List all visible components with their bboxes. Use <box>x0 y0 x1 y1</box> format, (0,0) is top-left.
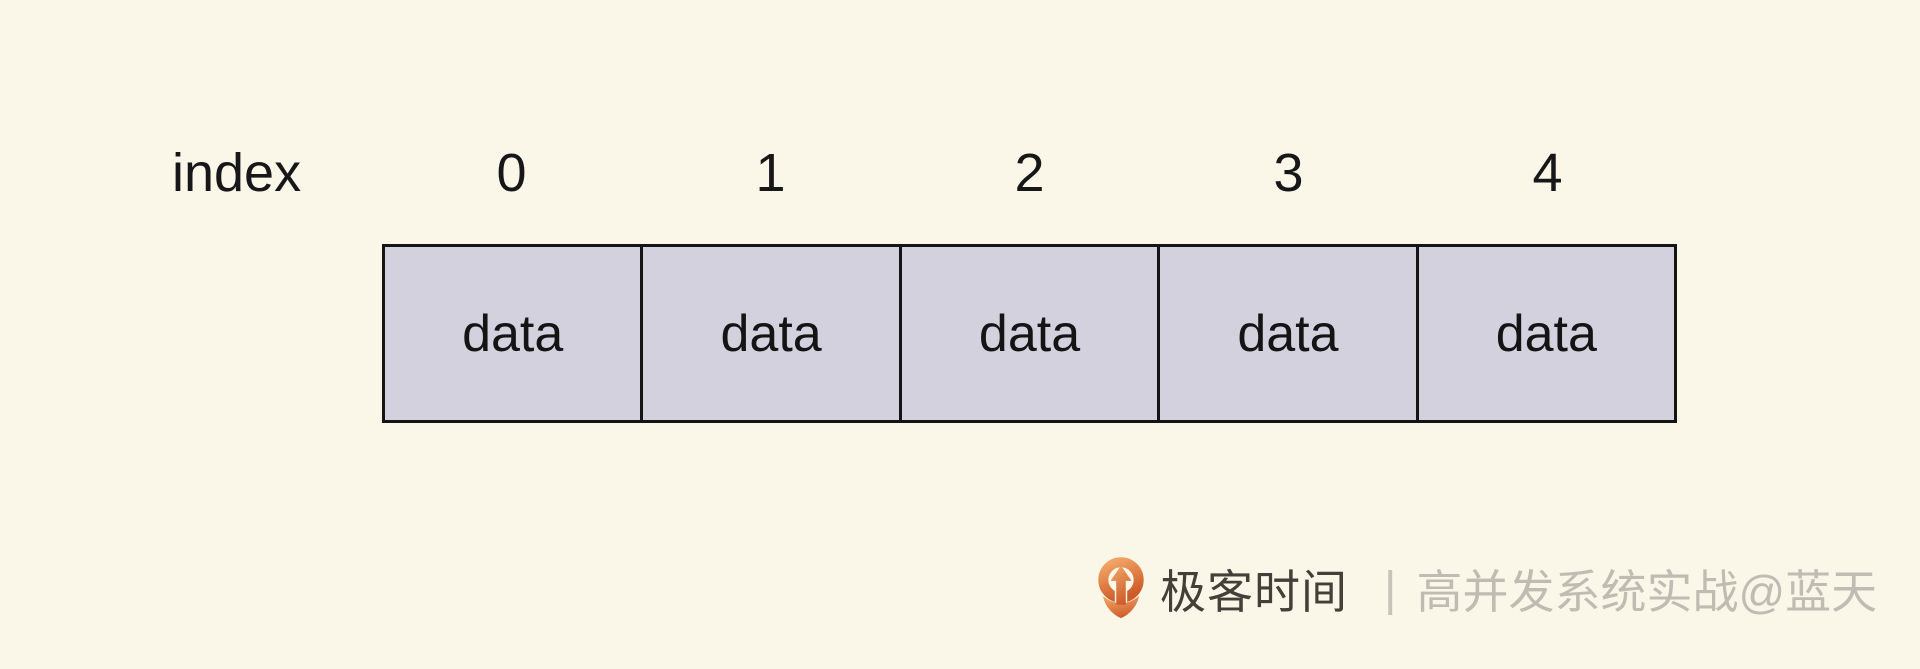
array-container: data data data data data <box>382 244 1677 423</box>
index-number-2: 2 <box>1014 143 1045 203</box>
cell-value: data <box>1237 304 1339 363</box>
cell-value: data <box>720 304 822 363</box>
index-number-1: 1 <box>755 143 786 203</box>
index-number-4: 4 <box>1532 143 1563 203</box>
geektime-logo-icon <box>1098 557 1144 619</box>
index-number-0: 0 <box>496 143 527 203</box>
index-label: index <box>172 143 302 203</box>
array-cell-1: data <box>640 247 898 420</box>
watermark: 极客时间 | 高并发系统实战@蓝天 <box>1098 552 1877 626</box>
array-cell-4: data <box>1415 247 1674 420</box>
watermark-brand-text: 极客时间 <box>1160 566 1348 618</box>
cell-value: data <box>1495 304 1597 363</box>
array-cell-0: data <box>385 247 640 420</box>
index-number-3: 3 <box>1273 143 1304 203</box>
watermark-course-text: 高并发系统实战@蓝天 <box>1416 566 1878 618</box>
cell-value: data <box>462 304 564 363</box>
array-cell-2: data <box>898 247 1157 420</box>
array-cell-3: data <box>1157 247 1415 420</box>
watermark-separator: | <box>1384 562 1397 616</box>
cell-value: data <box>978 304 1081 363</box>
